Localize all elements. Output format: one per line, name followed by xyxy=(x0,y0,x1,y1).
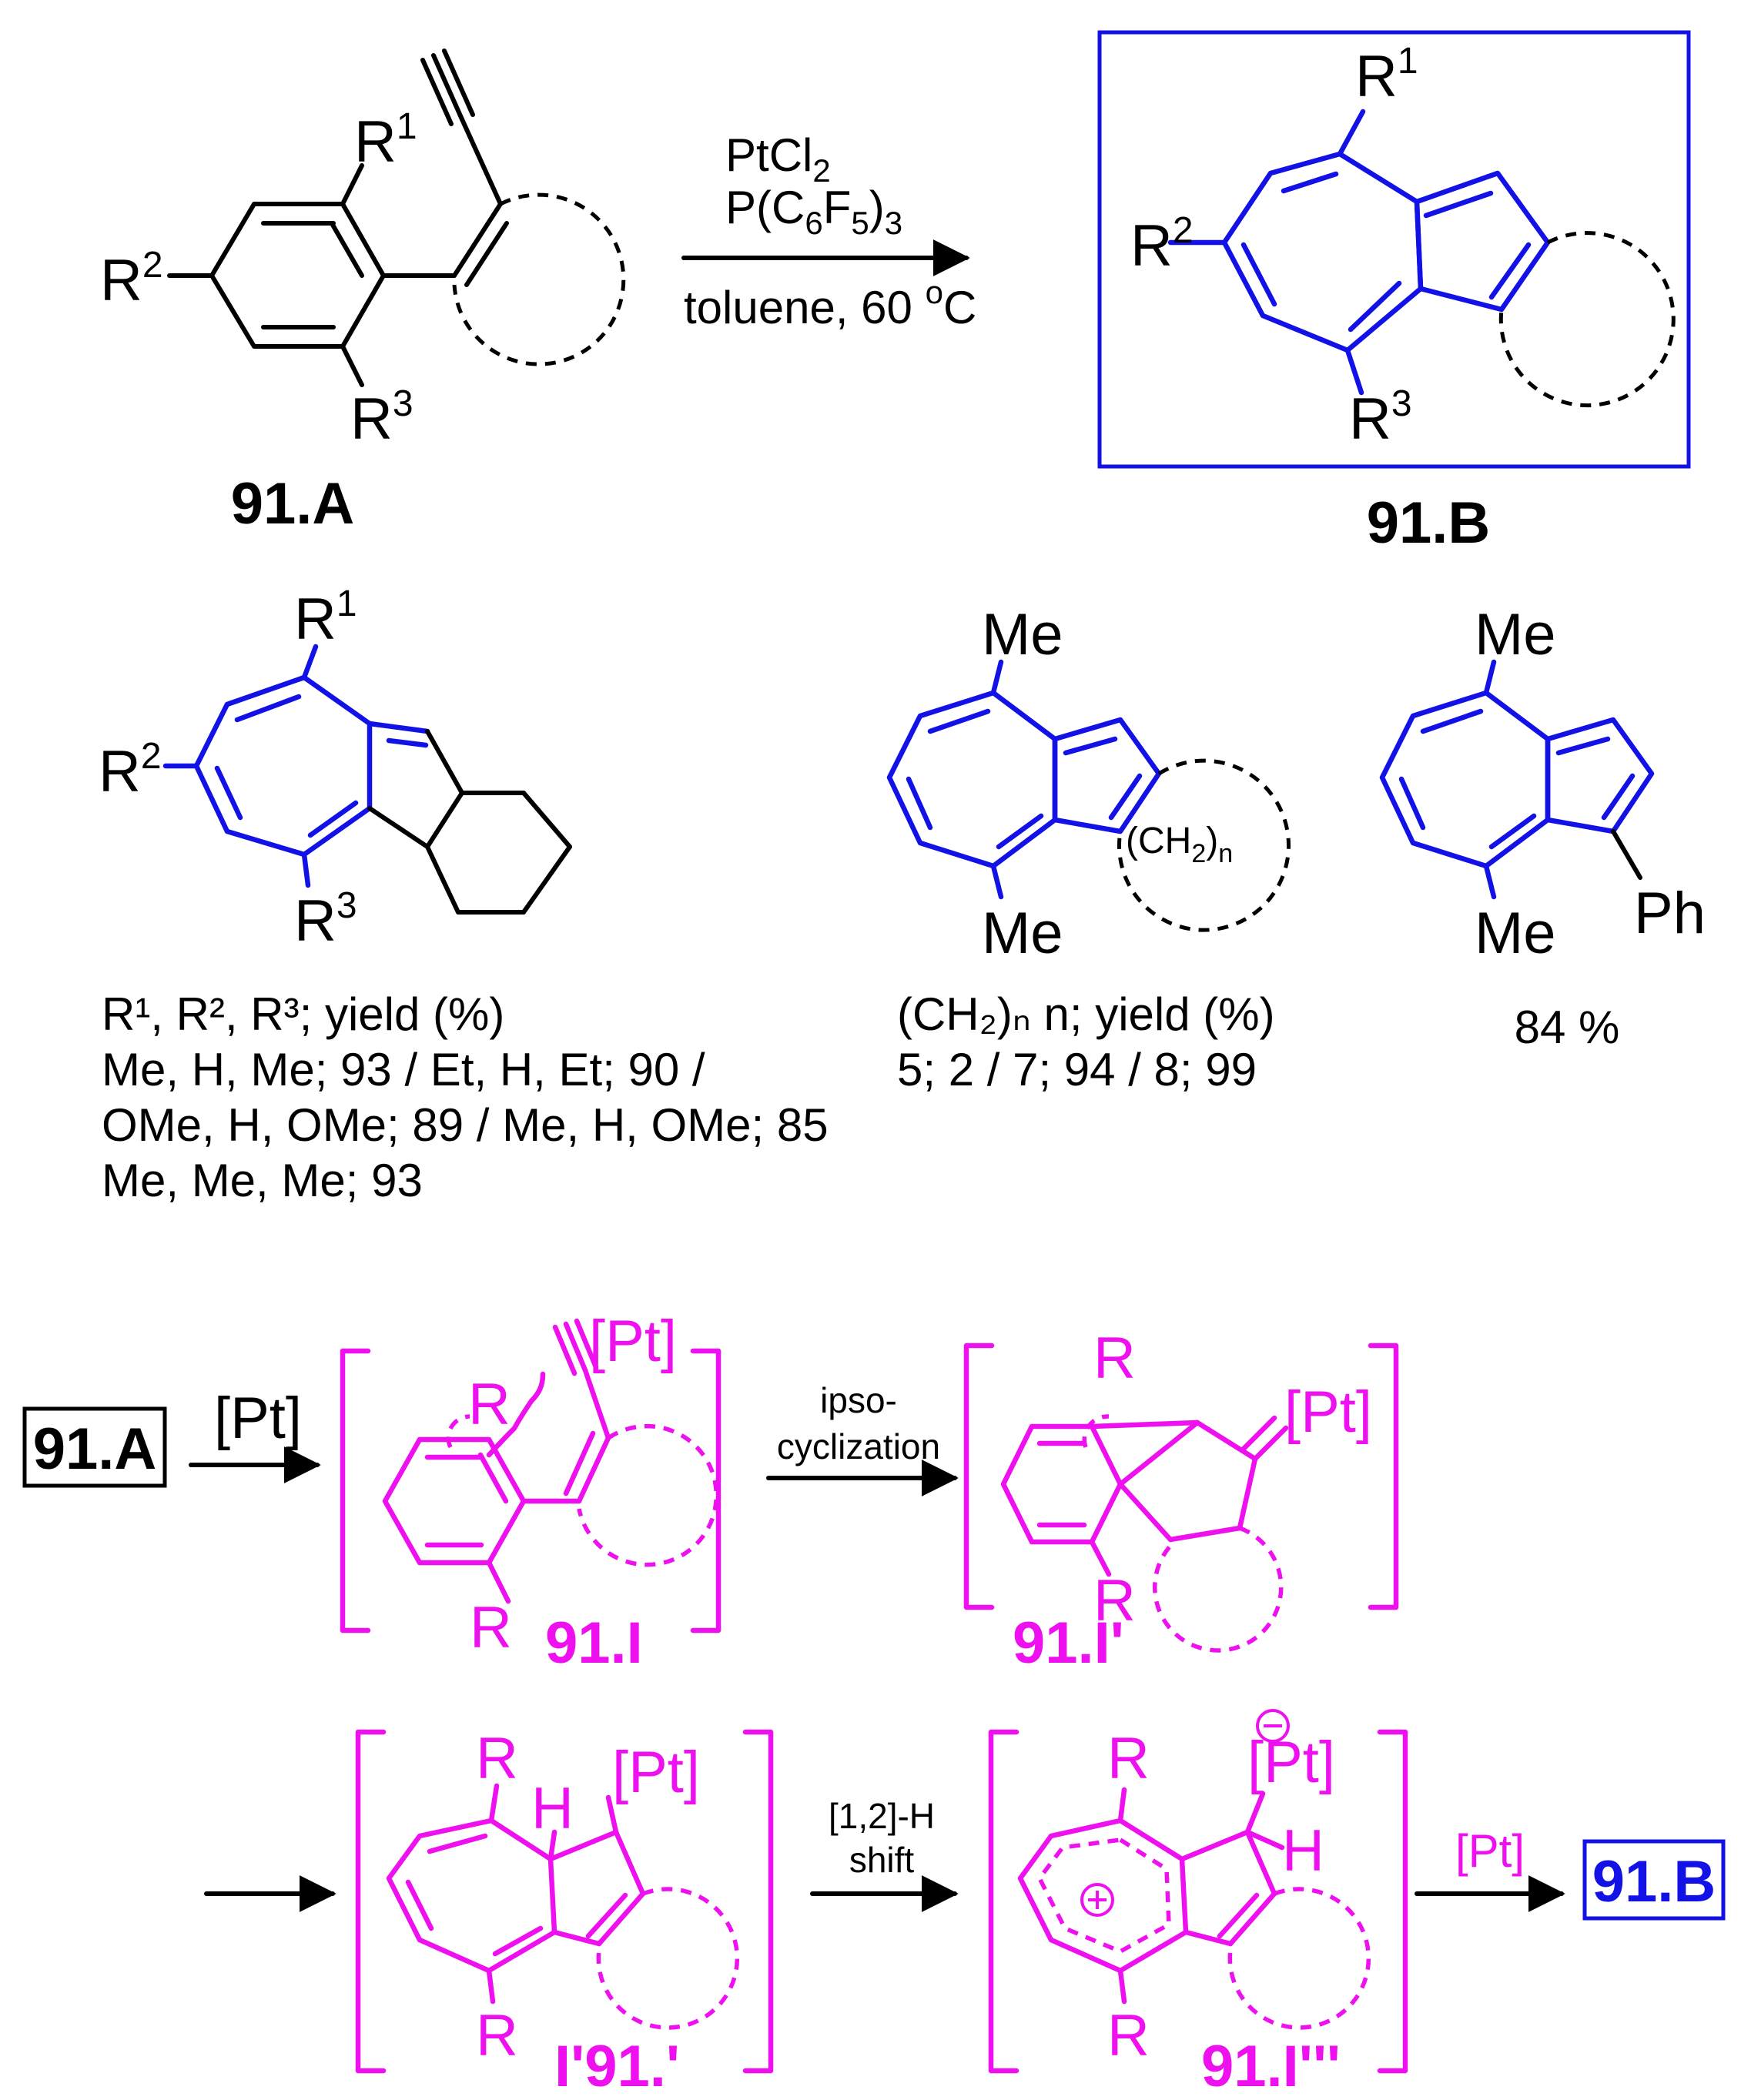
int3-label: I'91.' xyxy=(554,2034,680,2099)
scope2-top-me: Me xyxy=(982,602,1063,667)
int3-r-bottom: R xyxy=(476,2003,518,2068)
int4-pt: [Pt] xyxy=(1247,1730,1335,1795)
svg-text:R3: R3 xyxy=(350,383,413,452)
svg-text:R3: R3 xyxy=(294,885,357,954)
svg-text:(CH2)n: (CH2)n xyxy=(1126,821,1233,868)
reactant-label: 91.A xyxy=(231,471,355,537)
scope1-line-1: Me, H, Me; 93 / Et, H, Et; 90 / xyxy=(102,1044,705,1095)
ligand-sub-3: 3 xyxy=(885,205,902,241)
ligand-part-c: ) xyxy=(869,182,885,233)
reactant-r3-sup: 3 xyxy=(393,383,413,424)
catalyst-text: PtCl xyxy=(725,129,812,181)
int4-r-top: R xyxy=(1107,1726,1150,1791)
svg-text:R1: R1 xyxy=(354,106,417,175)
product-label: 91.B xyxy=(1367,490,1491,556)
scope2-ring-n-sub: n xyxy=(1218,839,1233,868)
int3-r-top: R xyxy=(476,1726,518,1791)
mech-arrow-2-line-1: ipso- xyxy=(820,1380,897,1420)
scope1-r3-sup: 3 xyxy=(336,885,357,926)
int4-r-bottom: R xyxy=(1107,2003,1150,2068)
scope2-bottom-me: Me xyxy=(982,901,1063,966)
svg-text:R2: R2 xyxy=(1130,210,1194,279)
mech-arrow-4-line-2: shift xyxy=(849,1840,915,1880)
scope1-line-2: OMe, H, OMe; 89 / Me, H, OMe; 85 xyxy=(102,1099,829,1151)
scope3-bottom-me: Me xyxy=(1475,901,1556,966)
reactant-r2-letter: R xyxy=(100,248,142,313)
reactant-r1-sup: 1 xyxy=(397,106,417,147)
scope2-ring-ch-text: (CH xyxy=(1126,821,1191,861)
svg-text:R2: R2 xyxy=(100,245,163,313)
intermediate-4-structure xyxy=(988,1709,1408,2074)
reactant-r3-letter: R xyxy=(350,386,393,452)
svg-text:PtCl2: PtCl2 xyxy=(725,129,831,189)
int2-r-top: R xyxy=(1093,1326,1136,1391)
product-r3-sup: 3 xyxy=(1391,383,1412,424)
mech-final-box xyxy=(1582,1839,1726,1921)
temp-unit: C xyxy=(943,282,976,333)
intermediate-3-structure xyxy=(355,1729,774,2074)
scope2-line: 5; 2 / 7; 94 / 8; 99 xyxy=(897,1044,1257,1095)
intermediate-91I-prime-structure xyxy=(963,1343,1399,1653)
ligand-part-a: P(C xyxy=(725,182,805,233)
reactant-91A-structure xyxy=(167,48,626,387)
mech-start-label: 91.A xyxy=(33,1416,157,1482)
reactant-r1-letter: R xyxy=(354,109,397,175)
scope1-header: R¹, R², R³; yield (%) xyxy=(102,988,504,1040)
int2-pt: [Pt] xyxy=(1284,1379,1372,1445)
scope1-r1-letter: R xyxy=(294,587,336,652)
svg-text:R2: R2 xyxy=(99,736,162,804)
product-91B-structure xyxy=(1167,109,1676,408)
mech-arrow-4-line-1: [1,2]-H xyxy=(829,1796,935,1836)
int1-pt: [Pt] xyxy=(589,1309,677,1374)
scope3-yield: 84 % xyxy=(1515,1002,1620,1053)
scope-example-1-structure xyxy=(162,644,572,915)
product-r3-letter: R xyxy=(1349,386,1391,452)
temp-degree-sup: o xyxy=(926,274,943,310)
reactant-r2-sup: 2 xyxy=(142,245,163,286)
scope2-ring-ch-sub: 2 xyxy=(1191,839,1206,868)
mech-final-label: 91.B xyxy=(1592,1849,1716,1914)
int4-label: 91.I''' xyxy=(1201,2034,1341,2099)
int1-r-bottom: R xyxy=(470,1595,512,1660)
scope3-top-me: Me xyxy=(1475,602,1556,667)
mech-arrow-5-reagent: [Pt] xyxy=(1455,1825,1525,1877)
int2-r-bottom: R xyxy=(1093,1568,1136,1634)
int1-r-top: R xyxy=(468,1372,511,1437)
scope-example-3-structure xyxy=(1379,659,1655,900)
ligand-part-b: F xyxy=(823,182,852,233)
scope2-header: (CH₂)ₙ n; yield (%) xyxy=(897,988,1275,1040)
svg-text:R1: R1 xyxy=(294,584,357,652)
svg-text:P(C6F5)3: P(C6F5)3 xyxy=(725,182,902,241)
int1-label: 91.I xyxy=(545,1610,643,1676)
product-r2-letter: R xyxy=(1130,213,1173,279)
solvent-temp-text: toluene, 60 xyxy=(684,282,926,333)
scope2-ring-paren: ) xyxy=(1206,821,1218,861)
scope1-r2-letter: R xyxy=(99,739,141,804)
product-r1-letter: R xyxy=(1355,44,1398,109)
ligand-sub-2: 5 xyxy=(851,205,869,241)
scope1-line-3: Me, Me, Me; 93 xyxy=(102,1155,423,1206)
scope3-phenyl: Ph xyxy=(1634,881,1706,946)
svg-text:R3: R3 xyxy=(1349,383,1412,452)
scope1-r3-letter: R xyxy=(294,888,336,954)
scope1-r1-sup: 1 xyxy=(336,584,357,624)
product-r2-sup: 2 xyxy=(1173,210,1194,251)
svg-text:R1: R1 xyxy=(1355,41,1418,109)
mech-start-box xyxy=(22,1406,167,1488)
ligand-sub-1: 6 xyxy=(805,205,822,241)
intermediate-91I-structure xyxy=(340,1318,722,1634)
product-r1-sup: 1 xyxy=(1398,41,1418,82)
int3-h: H xyxy=(531,1776,574,1841)
int4-h: H xyxy=(1282,1818,1324,1884)
scope1-r2-sup: 2 xyxy=(141,736,162,777)
product-highlight-box xyxy=(1097,30,1691,469)
catalyst-sub: 2 xyxy=(812,152,830,189)
svg-text:toluene, 60 oC: toluene, 60 oC xyxy=(684,274,976,333)
int3-pt: [Pt] xyxy=(612,1740,700,1805)
mech-arrow-2-line-2: cyclization xyxy=(777,1426,940,1466)
scope-example-2-structure xyxy=(886,659,1291,932)
mech-arrow-1-reagent: [Pt] xyxy=(214,1386,302,1451)
int2-label: 91.I' xyxy=(1013,1610,1124,1676)
